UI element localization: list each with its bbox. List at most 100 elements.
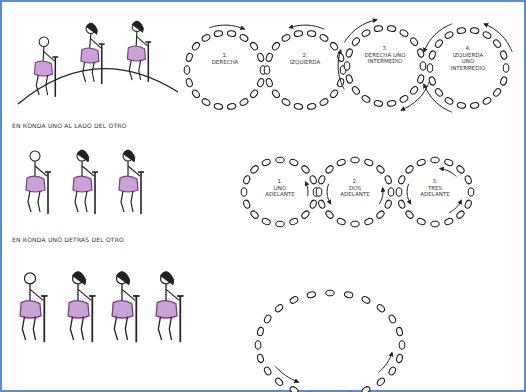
person-figure: [81, 23, 105, 84]
player-mark: [294, 103, 303, 110]
player-mark: [301, 210, 311, 220]
rotation-arrow: [407, 184, 411, 204]
player-mark: [500, 50, 508, 60]
player-mark: [457, 102, 466, 109]
player-mark: [214, 103, 223, 110]
player-mark: [257, 327, 265, 337]
player-mark: [265, 52, 273, 62]
player-mark: [214, 30, 223, 37]
player-mark: [294, 30, 303, 37]
player-mark: [307, 291, 317, 299]
player-mark: [289, 386, 299, 392]
ring-caption: TRES ADELANTE: [416, 185, 454, 198]
person-figure: [68, 272, 96, 342]
player-mark: [482, 96, 492, 105]
player-mark: [444, 217, 454, 225]
player-mark: [316, 188, 322, 196]
rotation-arrow: [379, 188, 383, 204]
rotation-arrow: [305, 182, 308, 196]
player-mark: [470, 102, 479, 109]
player-mark: [261, 217, 271, 225]
player-mark: [301, 164, 311, 174]
player-mark: [431, 221, 439, 227]
player-mark: [345, 48, 353, 58]
player-mark: [456, 210, 466, 220]
player-mark: [344, 391, 354, 392]
player-mark: [396, 327, 404, 337]
player-mark: [398, 199, 406, 209]
ring-caption: 4.: [453, 45, 483, 51]
rotation-arrow: [440, 168, 457, 176]
person-figure: [112, 272, 140, 342]
rotation-arrow: [424, 84, 452, 112]
player-mark: [307, 30, 316, 37]
player-mark: [319, 33, 329, 42]
rotation-arrow: [327, 184, 331, 204]
player-mark: [274, 303, 284, 313]
player-mark: [427, 64, 433, 72]
player-mark: [325, 210, 335, 220]
player-ring: [316, 157, 394, 227]
player-mark: [318, 175, 326, 185]
ring-caption: IZQUIERDA: [285, 59, 325, 65]
player-ring: [184, 25, 266, 110]
player-mark: [492, 39, 502, 49]
player-mark: [376, 164, 386, 174]
player-mark: [325, 164, 335, 174]
person-figure: [119, 150, 144, 214]
player-mark: [364, 158, 374, 166]
person-figure: [34, 37, 58, 97]
ring-caption: DERECHA: [205, 59, 245, 65]
rotation-arrow: [275, 367, 298, 383]
player-mark: [398, 175, 406, 185]
person-figure: [73, 150, 98, 214]
player-ring: [424, 24, 512, 112]
player-mark: [434, 87, 444, 97]
player-mark: [405, 210, 415, 220]
ring-caption: 1.: [210, 52, 240, 58]
player-mark: [376, 377, 386, 387]
player-mark: [444, 31, 454, 40]
player-mark: [239, 33, 249, 42]
ring-caption: 1.: [265, 178, 295, 184]
player-mark: [250, 164, 260, 174]
player-mark: [351, 221, 359, 227]
figure-caption: EN RONDA UNO AL LADO DEL OTRO: [12, 123, 182, 130]
player-mark: [416, 158, 426, 166]
player-mark: [464, 175, 472, 185]
player-mark: [309, 199, 317, 209]
rotation-arrow: [344, 20, 377, 43]
player-mark: [387, 100, 396, 107]
player-mark: [500, 76, 508, 86]
person-figure: [127, 21, 151, 82]
player-mark: [444, 96, 454, 105]
player-mark: [318, 199, 326, 209]
player-mark: [185, 52, 193, 62]
player-mark: [431, 157, 439, 163]
player-mark: [417, 48, 425, 58]
player-ring: [255, 290, 405, 392]
player-mark: [243, 175, 251, 185]
player-mark: [249, 89, 259, 99]
player-mark: [399, 29, 409, 38]
player-mark: [396, 188, 402, 196]
player-mark: [307, 391, 317, 392]
player-mark: [241, 188, 247, 196]
rotation-arrow: [449, 200, 461, 213]
player-ring: [241, 157, 319, 227]
player-mark: [376, 210, 386, 220]
player-mark: [250, 210, 260, 220]
rotation-arrow: [338, 50, 344, 90]
ring-caption: 2.: [340, 178, 370, 184]
player-mark: [201, 98, 211, 107]
player-mark: [276, 157, 284, 163]
player-mark: [227, 30, 236, 37]
player-mark: [361, 295, 371, 304]
player-mark: [337, 52, 345, 62]
player-mark: [201, 33, 211, 42]
player-mark: [374, 100, 383, 107]
player-mark: [470, 27, 479, 34]
player-mark: [409, 37, 419, 47]
player-mark: [457, 27, 466, 34]
